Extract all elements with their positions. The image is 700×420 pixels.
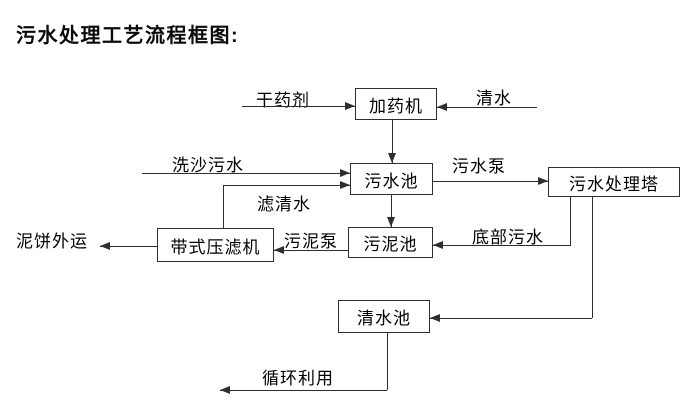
label-sewage-pump: 污水泵 <box>452 157 506 176</box>
edge-tower-to-clean-line <box>430 318 592 319</box>
edge-tower-to-clean-riser <box>592 197 593 318</box>
edge-recycling-line <box>220 390 387 391</box>
arrow-left-icon <box>274 246 284 254</box>
arrow-right-icon <box>345 102 355 110</box>
arrow-left-icon <box>433 241 443 249</box>
label-recycling: 循环利用 <box>262 369 334 388</box>
node-belt-filter-press: 带式压滤机 <box>157 228 274 262</box>
label-sludge-pump: 污泥泵 <box>284 232 338 251</box>
edge-sand-washing-line <box>142 173 350 174</box>
label-sand-washing-sewage: 洗沙污水 <box>172 156 244 175</box>
label-mud-cake-out: 泥饼外运 <box>16 232 88 251</box>
edge-bottom-sewage-line <box>433 245 570 246</box>
arrow-right-icon <box>538 177 548 185</box>
edge-clean-water-line <box>437 107 537 108</box>
arrow-left-icon <box>100 242 110 250</box>
edge-bottom-sewage-riser <box>570 197 571 246</box>
label-filtered-water: 滤清水 <box>257 195 311 214</box>
edge-mud-cake-line <box>100 246 157 247</box>
node-sludge-pool: 污泥池 <box>348 227 433 258</box>
arrow-left-icon <box>220 386 230 394</box>
label-clean-water: 清水 <box>476 89 512 108</box>
edge-filtered-water-riser <box>223 185 224 228</box>
label-bottom-sewage: 底部污水 <box>472 228 544 247</box>
arrow-left-icon <box>437 103 447 111</box>
edge-filtered-water-line <box>223 185 350 186</box>
arrow-down-icon <box>388 153 396 163</box>
edge-recycling-riser <box>387 333 388 390</box>
arrow-right-icon <box>340 169 350 177</box>
edge-sludge-pump-line <box>274 250 348 251</box>
edge-sewage-to-sludge-line <box>391 195 392 227</box>
node-dosing-machine: 加药机 <box>355 88 437 120</box>
label-dry-chemical: 干药剂 <box>256 91 310 110</box>
edge-dosing-to-sewage-line <box>392 120 393 163</box>
arrow-left-icon <box>430 314 440 322</box>
node-sewage-pool: 污水池 <box>350 163 433 195</box>
edge-dry-chemical-line <box>242 106 355 107</box>
node-sewage-treatment-tower: 污水处理塔 <box>548 167 680 197</box>
diagram-title: 污水处理工艺流程框图: <box>16 25 240 47</box>
arrow-right-icon <box>340 181 350 189</box>
node-clean-water-pool: 清水池 <box>338 300 430 333</box>
edge-sewage-pump-line <box>433 181 548 182</box>
arrow-down-icon <box>387 217 395 227</box>
